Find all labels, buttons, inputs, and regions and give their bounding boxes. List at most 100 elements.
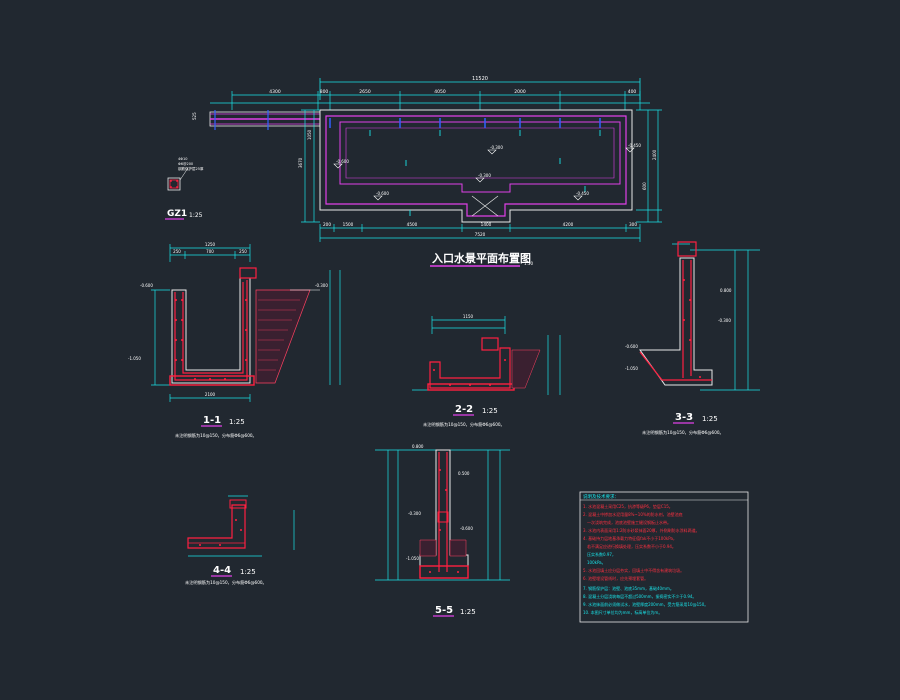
plan-left-dim-2: 3670 bbox=[298, 157, 303, 168]
plan-overall-dim-text: 11520 bbox=[472, 76, 488, 82]
column-note-3: 钢筋保护层25厚 bbox=[178, 166, 204, 171]
plan-dims-top-text: 4300 800 2650 4050 2000 400 bbox=[269, 89, 636, 95]
plan-level-5: -0.450 bbox=[576, 191, 589, 196]
plan-level-texts: -0.600 -0.300 -0.450 -0.600 -0.450 -0.30… bbox=[336, 143, 641, 196]
s3-level-3: -0.600 bbox=[625, 344, 638, 349]
plan-pool-outline bbox=[319, 109, 633, 223]
s1-backfill-hatch bbox=[255, 289, 320, 384]
section-2-2: 1150 2-2 1:25 未注明钢筋为10@150，分布筋Φ6@600。 bbox=[412, 314, 561, 428]
plan-right-dimensions bbox=[636, 109, 662, 223]
plan-dim-bottom-1: 200 bbox=[323, 222, 331, 227]
note-red-3: 一次浇筑完成，池底池壁施工缝设钢板止水带。 bbox=[587, 519, 671, 525]
plan-dims-bottom-text: 200 1500 4500 1400 4200 300 7520 bbox=[323, 222, 637, 237]
plan-dim-top-1: 4300 bbox=[269, 89, 281, 95]
s5-level-3: -0.300 bbox=[408, 511, 421, 516]
s2-id: 2-2 bbox=[455, 404, 473, 415]
note-cyan-2: 100kPa。 bbox=[587, 560, 606, 565]
s4-scale: 1:25 bbox=[240, 568, 256, 576]
note-cyan-5: 9. 水池抹面前必须做试水，池壁厚度200mm，受力筋采用10@150。 bbox=[583, 601, 708, 607]
note-cyan-3: 7. 钢筋保护层：池壁、池底35mm，基础40mm。 bbox=[583, 585, 674, 591]
plan-pipe-nozzles bbox=[329, 118, 601, 128]
plan-level-2: -0.300 bbox=[490, 145, 503, 150]
s3-note: 未注明钢筋为10@150，分布筋Φ6@600。 bbox=[642, 429, 724, 436]
plan-dimension-row-top bbox=[210, 91, 650, 110]
s1-dim-top-4: 250 bbox=[239, 249, 247, 254]
plan-level-6: -0.300 bbox=[478, 173, 491, 178]
s5-level-1: 0.800 bbox=[412, 444, 424, 449]
plan-left-dimensions bbox=[301, 109, 320, 223]
plan-dim-top-6: 400 bbox=[628, 89, 637, 95]
s2-scale: 1:25 bbox=[482, 407, 498, 415]
s4-id: 4-4 bbox=[213, 565, 231, 576]
section-1-1: 1250 250 700 250 2100 bbox=[128, 242, 341, 439]
plan-bottom-dimensions bbox=[319, 224, 641, 242]
column-note-1: 4Φ10 bbox=[178, 157, 187, 161]
plan-level-marks bbox=[333, 147, 635, 201]
s1-dim-bottom: 2100 bbox=[205, 392, 216, 397]
section-5-5: 0.800 0.500 -0.300 -0.600 -1.050 5-5 1:2… bbox=[375, 444, 510, 617]
note-red-4: 3. 水池内表面采用1:2防水砂浆抹面20厚，外侧刷防水涂料两道。 bbox=[583, 527, 700, 533]
plan-right-dim-2: 600 bbox=[642, 182, 647, 190]
plan-dim-bottom-3: 4500 bbox=[407, 222, 418, 227]
s1-dim-top-1: 1250 bbox=[205, 242, 216, 247]
s4-note: 未注明钢筋为10@150，分布筋Φ6@600。 bbox=[185, 579, 267, 586]
s1-note: 未注明钢筋为10@150，分布筋Φ6@600。 bbox=[175, 432, 257, 439]
plan-view: 11520 4300 800 2650 4050 2000 400 bbox=[192, 76, 662, 267]
s1-dim-top-3: 700 bbox=[206, 249, 214, 254]
plan-dim-bottom-4: 1400 bbox=[481, 222, 492, 227]
note-cyan-4: 8. 混凝土分层浇筑每层不超过500mm，振捣密实不少于0.94。 bbox=[583, 593, 696, 599]
section-4-4: 4-4 1:25 未注明钢筋为10@150，分布筋Φ6@600。 bbox=[185, 495, 295, 586]
plan-level-3: -0.450 bbox=[628, 143, 641, 148]
s5-level-4: -0.600 bbox=[460, 526, 473, 531]
column-gz1-detail: 4Φ10 Φ6@200 钢筋保护层25厚 GZ1 1:25 bbox=[165, 157, 204, 220]
column-note-2: Φ6@200 bbox=[178, 162, 193, 166]
plan-cyan-markers bbox=[369, 130, 601, 216]
note-red-7: 5. 水池回填土应分层夯实，回填土中不得含有建筑垃圾。 bbox=[583, 567, 684, 573]
plan-level-1: -0.600 bbox=[336, 159, 349, 164]
s3-level-4: -1.050 bbox=[625, 366, 638, 371]
s2-dim-top: 1150 bbox=[463, 314, 474, 319]
plan-dim-bottom-5: 4200 bbox=[563, 222, 574, 227]
plan-scale: 1:50 bbox=[524, 261, 533, 266]
note-red-2: 2. 混凝土中掺加水泥用量8%~10%的防水剂，池壁池底 bbox=[583, 511, 683, 517]
s1-dim-top-2: 250 bbox=[173, 249, 181, 254]
s1-level-3: -1.050 bbox=[128, 356, 141, 361]
column-id: GZ1 bbox=[167, 209, 187, 219]
note-cyan-1: 压实系数0.97， bbox=[587, 551, 616, 557]
s2-note: 未注明钢筋为10@150，分布筋Φ6@600。 bbox=[423, 421, 505, 428]
plan-right-dim-1: 2400 bbox=[652, 149, 657, 160]
s5-level-5: -1.050 bbox=[406, 556, 419, 561]
plan-dim-top-5: 2000 bbox=[514, 89, 526, 95]
note-red-1: 1. 水池混凝土采用C25，抗渗等级P6，垫层C15。 bbox=[583, 503, 673, 509]
plan-dim-top-4: 4050 bbox=[434, 89, 446, 95]
s3-level-2: -0.300 bbox=[718, 318, 731, 323]
plan-dim-bottom-2: 1500 bbox=[343, 222, 354, 227]
s1-level-1: -0.600 bbox=[140, 283, 153, 288]
s3-level-1: 0.800 bbox=[720, 288, 732, 293]
section-3-3: 0.800 -0.300 -0.600 -1.050 3-3 1:25 未注明钢… bbox=[625, 241, 760, 436]
plan-dim-bottom-overall: 7520 bbox=[475, 232, 486, 237]
plan-left-dim-3: 1050 bbox=[307, 129, 312, 140]
s1-id: 1-1 bbox=[203, 415, 221, 426]
s5-id: 5-5 bbox=[435, 605, 453, 616]
note-cyan-6: 10. 本图尺寸单位均为mm，标高单位为m。 bbox=[583, 609, 662, 615]
plan-left-dim-1: 525 bbox=[192, 112, 197, 120]
column-scale: 1:25 bbox=[189, 212, 203, 219]
notes-red-lines: 1. 水池混凝土采用C25，抗渗等级P6，垫层C15。 2. 混凝土中掺加水泥用… bbox=[583, 503, 700, 581]
plan-dim-bottom-6: 300 bbox=[629, 222, 637, 227]
note-red-5: 4. 基础持力层地基承载力特征值fak不小于100kPa， bbox=[583, 535, 677, 541]
s3-id: 3-3 bbox=[675, 412, 693, 423]
s5-scale: 1:25 bbox=[460, 608, 476, 616]
s1-level-2: -0.300 bbox=[315, 283, 328, 288]
s3-scale: 1:25 bbox=[702, 415, 718, 423]
notes-cyan-lines: 压实系数0.97， 100kPa。 7. 钢筋保护层：池壁、池底35mm，基础4… bbox=[583, 551, 708, 615]
plan-inlet-channel bbox=[209, 110, 321, 130]
note-red-6: 若不满足应进行换填处理，压实系数不小于0.94。 bbox=[587, 543, 676, 549]
s1-scale: 1:25 bbox=[229, 418, 245, 426]
plan-dim-top-3: 2650 bbox=[359, 89, 371, 95]
plan-title: 入口水景平面布置图 bbox=[432, 251, 531, 265]
note-red-8: 6. 池壁埋设管线时，应先预埋套管。 bbox=[583, 575, 648, 581]
plan-dim-top-2: 800 bbox=[320, 89, 329, 95]
plan-level-4: -0.600 bbox=[376, 191, 389, 196]
